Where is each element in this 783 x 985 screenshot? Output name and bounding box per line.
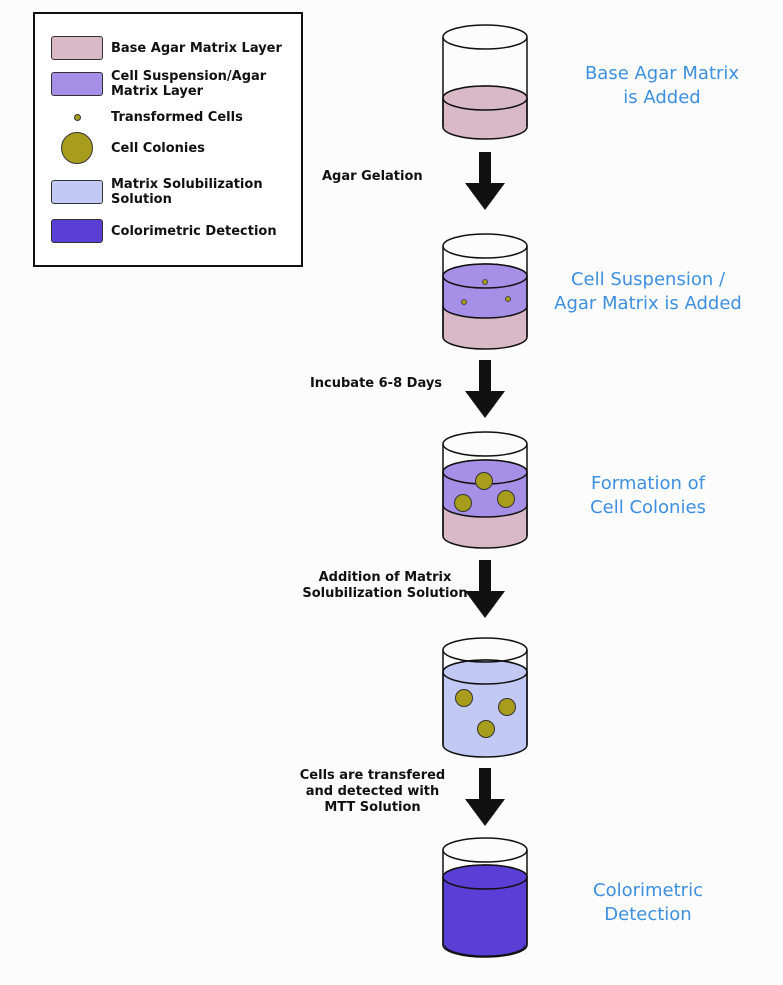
solubilization-swatch bbox=[51, 180, 103, 204]
base-agar-swatch bbox=[51, 36, 103, 60]
arrow-label-line: Agar Gelation bbox=[322, 169, 423, 184]
cell-colony-icon bbox=[455, 689, 473, 707]
transformed-cell-icon bbox=[73, 114, 81, 121]
step-label-line: Cell Colonies bbox=[590, 497, 706, 518]
arrow-label-mtt: Cells are transfered and detected with M… bbox=[290, 768, 455, 816]
legend-box: Base Agar Matrix Layer Cell Suspension/A… bbox=[33, 12, 303, 267]
step-label-line: Formation of bbox=[591, 473, 705, 494]
step-label-line: Detection bbox=[604, 904, 692, 925]
step-label-line: Base Agar Matrix bbox=[584, 63, 740, 84]
transformed-cell-icon bbox=[482, 279, 488, 285]
step-label-colonies: Formation of Cell Colonies bbox=[518, 472, 778, 520]
cell-colony-icon bbox=[61, 132, 93, 164]
cell-colony-icon bbox=[475, 472, 493, 490]
legend-label-cell-suspension: Cell Suspension/Agar Matrix Layer bbox=[111, 69, 267, 99]
legend-item-base-agar: Base Agar Matrix Layer bbox=[51, 36, 282, 60]
step-label-base-agar: Base Agar Matrix is Added bbox=[532, 62, 783, 110]
arrow-label-line: MTT Solution bbox=[324, 800, 421, 815]
step-label-line: Cell Suspension / bbox=[570, 269, 726, 290]
step-label-cell-suspension: Cell Suspension / Agar Matrix is Added bbox=[518, 268, 778, 316]
arrow-label-agar-gelation: Agar Gelation bbox=[300, 169, 482, 185]
cell-colony-icon bbox=[477, 720, 495, 738]
cylinder-colorimetric bbox=[442, 837, 528, 958]
legend-label-solubilization: Matrix Solubilization Solution bbox=[111, 177, 263, 207]
cell-colony-icon bbox=[498, 698, 516, 716]
arrow-label-line: Solubilization Solution bbox=[302, 586, 468, 601]
cylinder-cell-suspension bbox=[442, 233, 528, 350]
transformed-cell-icon bbox=[505, 296, 511, 302]
arrow-label-line: and detected with bbox=[305, 784, 440, 799]
cell-colony-icon bbox=[497, 490, 515, 508]
cell-suspension-swatch bbox=[51, 72, 103, 96]
step-label-line: Colorimetric bbox=[593, 880, 703, 901]
arrow-4 bbox=[465, 768, 505, 826]
transformed-cell-icon bbox=[461, 299, 467, 305]
cylinder-colonies bbox=[442, 431, 528, 549]
cylinder-solubilization bbox=[442, 637, 528, 758]
colorimetric-swatch bbox=[51, 219, 103, 243]
legend-label-cell-colonies: Cell Colonies bbox=[111, 140, 205, 156]
arrow-label-line: Cells are transfered bbox=[299, 768, 446, 783]
cell-colony-icon bbox=[454, 494, 472, 512]
legend-label-transformed-cells: Transformed Cells bbox=[111, 110, 243, 125]
legend-item-cell-colonies: Cell Colonies bbox=[51, 132, 205, 164]
step-label-colorimetric: Colorimetric Detection bbox=[518, 879, 778, 927]
arrow-label-solubilization: Addition of Matrix Solubilization Soluti… bbox=[290, 570, 480, 602]
arrow-label-line: Addition of Matrix bbox=[318, 570, 452, 585]
arrow-label-line: Incubate 6-8 Days bbox=[309, 376, 443, 391]
step-label-line: is Added bbox=[623, 87, 701, 108]
legend-item-cell-suspension: Cell Suspension/Agar Matrix Layer bbox=[51, 69, 291, 99]
legend-item-colorimetric: Colorimetric Detection bbox=[51, 219, 277, 243]
legend-item-transformed-cells: Transformed Cells bbox=[51, 110, 243, 125]
cylinder-base-agar bbox=[442, 24, 528, 140]
arrow-2 bbox=[465, 360, 505, 418]
step-label-line: Agar Matrix is Added bbox=[554, 293, 742, 314]
legend-label-colorimetric: Colorimetric Detection bbox=[111, 223, 277, 239]
legend-label-base-agar: Base Agar Matrix Layer bbox=[111, 40, 282, 56]
legend-item-solubilization: Matrix Solubilization Solution bbox=[51, 177, 271, 207]
arrow-label-incubate: Incubate 6-8 Days bbox=[296, 376, 456, 392]
